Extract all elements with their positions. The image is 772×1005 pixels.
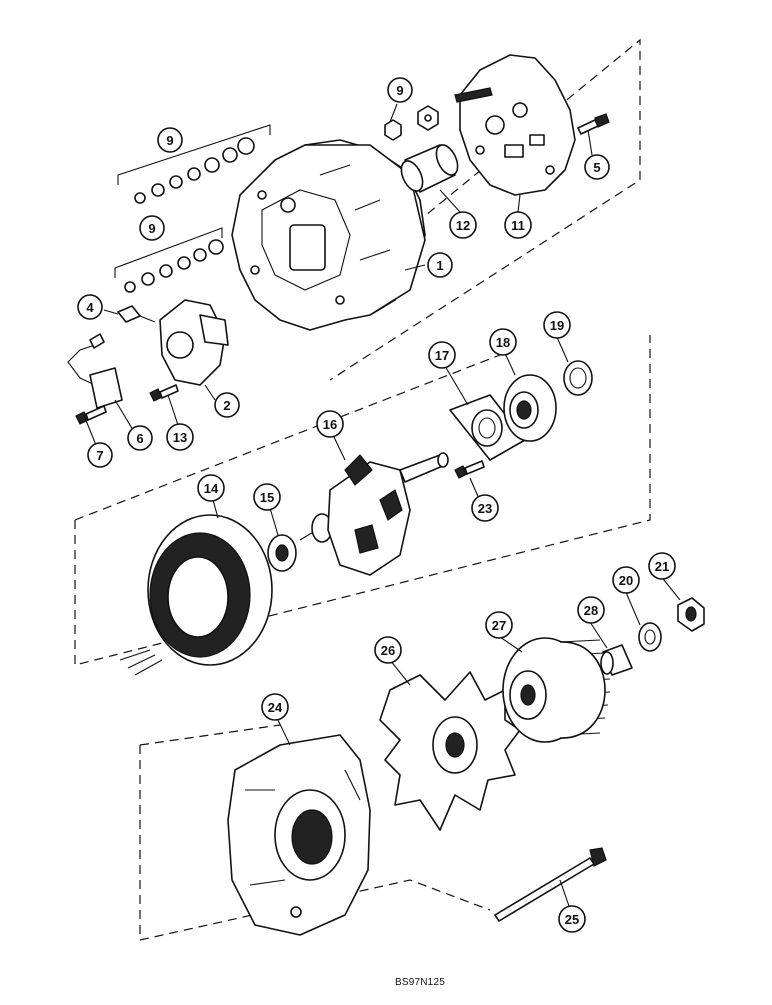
svg-text:17: 17 — [435, 348, 449, 363]
callout-19: 19 — [543, 311, 571, 339]
ring-19 — [563, 360, 593, 396]
bearing-sleeve — [400, 144, 459, 193]
terminal-nuts-top — [384, 105, 439, 141]
callout-18: 18 — [489, 328, 517, 356]
callout-20: 20 — [612, 566, 640, 594]
callout-27: 27 — [485, 611, 513, 639]
svg-text:18: 18 — [496, 335, 510, 350]
callout-12: 12 — [449, 211, 477, 239]
fan — [379, 671, 521, 831]
washer-stack-upper — [134, 137, 255, 204]
rotor — [299, 452, 449, 576]
svg-text:12: 12 — [456, 218, 470, 233]
bracket-9-upper — [117, 124, 271, 185]
callout-13: 13 — [166, 423, 194, 451]
callout-23: 23 — [471, 494, 499, 522]
svg-text:19: 19 — [550, 318, 564, 333]
svg-text:27: 27 — [492, 618, 506, 633]
callout-5: 5 — [584, 154, 610, 180]
through-bolt-25 — [494, 847, 607, 922]
pulley — [502, 637, 611, 743]
front-housing — [227, 734, 371, 936]
bearing-retainer-17 — [449, 394, 526, 461]
svg-text:2: 2 — [223, 398, 230, 413]
bracket-9-lower — [114, 227, 223, 278]
bearing-15 — [267, 534, 297, 572]
callout-7: 7 — [87, 442, 113, 468]
svg-text:11: 11 — [511, 218, 525, 233]
callout-25: 25 — [558, 905, 586, 933]
svg-text:23: 23 — [478, 501, 492, 516]
svg-text:9: 9 — [148, 221, 155, 236]
rear-housing — [231, 139, 426, 331]
callout-14: 14 — [197, 474, 225, 502]
screw-7 — [75, 405, 107, 425]
stator — [119, 514, 273, 676]
callout-2: 2 — [214, 392, 240, 418]
callout-24: 24 — [261, 693, 289, 721]
nut-21 — [677, 597, 705, 632]
screw-5 — [577, 113, 610, 135]
callout-11: 11 — [504, 211, 532, 239]
svg-text:16: 16 — [323, 417, 337, 432]
svg-text:26: 26 — [381, 643, 395, 658]
svg-text:25: 25 — [565, 912, 579, 927]
callout-21: 21 — [648, 552, 676, 580]
callout-9-lower-stack: 9 — [139, 215, 165, 241]
figure-code: BS97N125 — [395, 977, 445, 988]
svg-text:13: 13 — [173, 430, 187, 445]
svg-text:6: 6 — [136, 431, 143, 446]
svg-text:1: 1 — [436, 258, 443, 273]
callout-4: 4 — [77, 294, 103, 320]
svg-text:7: 7 — [96, 448, 103, 463]
screw-13 — [149, 384, 179, 402]
washer-stack-lower — [124, 239, 224, 293]
callout-9-upper-stack: 9 — [157, 127, 183, 153]
svg-text:15: 15 — [260, 490, 274, 505]
spacer-28 — [600, 644, 633, 676]
svg-text:9: 9 — [166, 133, 173, 148]
callout-9-top: 9 — [387, 77, 413, 103]
brush-4 — [117, 305, 156, 323]
svg-text:28: 28 — [584, 603, 598, 618]
svg-text:4: 4 — [86, 300, 94, 315]
regulator — [159, 299, 229, 386]
screw-23 — [454, 460, 485, 479]
callout-26: 26 — [374, 636, 402, 664]
capacitor-6 — [67, 333, 123, 409]
callout-6: 6 — [127, 425, 153, 451]
callout-28: 28 — [577, 596, 605, 624]
callout-1: 1 — [427, 252, 453, 278]
leader-lines — [84, 103, 681, 913]
svg-text:9: 9 — [396, 83, 403, 98]
svg-text:5: 5 — [593, 160, 600, 175]
group-outline-middle — [74, 335, 651, 666]
svg-text:20: 20 — [619, 573, 633, 588]
svg-text:21: 21 — [655, 559, 669, 574]
lock-washer-20 — [638, 622, 662, 652]
rectifier-plate — [454, 54, 576, 196]
svg-text:24: 24 — [268, 700, 283, 715]
svg-text:14: 14 — [204, 481, 219, 496]
callout-16: 16 — [316, 410, 344, 438]
callout-17: 17 — [428, 341, 456, 369]
callout-15: 15 — [253, 483, 281, 511]
bearing-18 — [503, 374, 557, 442]
